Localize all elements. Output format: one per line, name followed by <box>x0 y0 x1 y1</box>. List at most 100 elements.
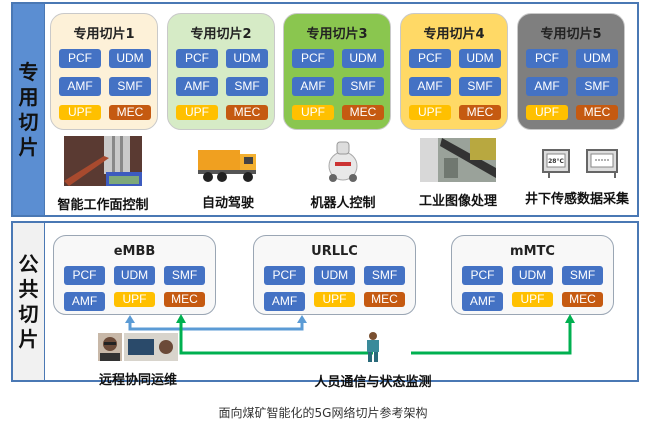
side-char: 片 <box>18 326 39 351</box>
miner-icon <box>367 332 379 362</box>
nf-amf: AMF <box>526 77 568 96</box>
slice-title: 专用切片2 <box>190 27 252 42</box>
nf-upf: UPF <box>114 292 155 307</box>
slice-title: 专用切片5 <box>540 27 602 42</box>
nf-upf: UPF <box>59 105 101 120</box>
sensor-reading: 28°C <box>548 158 564 165</box>
green-link-right <box>411 322 572 355</box>
blue-arrowhead-embb <box>125 315 135 323</box>
blue-link-line <box>128 322 304 331</box>
side-char: 共 <box>18 276 39 301</box>
side-char: 公 <box>18 251 39 276</box>
dump-truck-icon <box>198 150 256 182</box>
side-char: 专 <box>18 59 39 84</box>
usecase-label: 工业图像处理 <box>418 194 497 209</box>
nf-mec: MEC <box>226 105 268 120</box>
nf-grid: PCF UDM SMF AMF UPF MEC <box>264 266 405 311</box>
nf-upf: UPF <box>526 105 568 120</box>
nf-mec: MEC <box>562 292 603 307</box>
usecase-label: 智能工作面控制 <box>57 198 149 213</box>
usecase-sensor-collection: 28°C 井下传感数据采集 <box>518 148 636 207</box>
slice-title: 专用切片1 <box>73 27 135 42</box>
nf-pcf: PCF <box>526 49 568 68</box>
nf-smf: SMF <box>164 266 205 285</box>
slice-title: URLLC <box>311 244 358 259</box>
usecase-label: 机器人控制 <box>310 196 376 211</box>
green-arrowhead-mmtc <box>565 314 575 323</box>
usecase-personnel-monitoring: 人员通信与状态监测 <box>293 331 453 390</box>
nf-amf: AMF <box>409 77 451 96</box>
side-char: 片 <box>18 134 39 159</box>
nf-amf: AMF <box>59 77 101 96</box>
side-char: 用 <box>18 84 39 109</box>
nf-pcf: PCF <box>64 266 105 285</box>
nf-smf: SMF <box>226 77 268 96</box>
usecase-remote-ops: 远程协同运维 <box>73 333 203 388</box>
blue-arrowhead-urllc <box>297 315 307 323</box>
nf-pcf: PCF <box>264 266 305 285</box>
dedicated-side-label: 专 用 切 片 <box>13 4 45 215</box>
nf-smf: SMF <box>109 77 151 96</box>
green-link-left <box>179 322 373 355</box>
connection-arrows <box>125 314 575 355</box>
usecase-smart-face: 智能工作面控制 <box>38 136 168 213</box>
usecase-industrial-imaging: 工业图像处理 <box>408 138 508 209</box>
nf-grid: PCF UDM AMF SMF UPF MEC <box>409 49 501 120</box>
nf-amf: AMF <box>264 292 305 311</box>
nf-udm: UDM <box>314 266 355 285</box>
nf-udm: UDM <box>512 266 553 285</box>
sensor-icon: 28°C <box>542 149 618 178</box>
nf-pcf: PCF <box>292 49 334 68</box>
nf-smf: SMF <box>459 77 501 96</box>
side-char: 切 <box>18 109 39 134</box>
nf-mec: MEC <box>164 292 205 307</box>
public-side-label: 公 共 切 片 <box>13 223 45 380</box>
mining-face-photo <box>64 136 142 186</box>
nf-upf: UPF <box>176 105 218 120</box>
slice-title: 专用切片4 <box>423 27 485 42</box>
nf-udm: UDM <box>114 266 155 285</box>
nf-mec: MEC <box>364 292 405 307</box>
nf-upf: UPF <box>314 292 355 307</box>
nf-udm: UDM <box>459 49 501 68</box>
nf-amf: AMF <box>292 77 334 96</box>
slice-title: eMBB <box>113 244 156 259</box>
nf-upf: UPF <box>292 105 334 120</box>
nf-mec: MEC <box>576 105 618 120</box>
usecase-label: 井下传感数据采集 <box>524 192 629 207</box>
nf-smf: SMF <box>576 77 618 96</box>
nf-mec: MEC <box>459 105 501 120</box>
nf-smf: SMF <box>364 266 405 285</box>
nf-pcf: PCF <box>176 49 218 68</box>
usecase-autonomous-driving: 自动驾驶 <box>183 144 273 211</box>
usecase-label: 自动驾驶 <box>201 196 254 211</box>
nf-pcf: PCF <box>409 49 451 68</box>
nf-pcf: PCF <box>59 49 101 68</box>
nf-upf: UPF <box>409 105 451 120</box>
usecase-label: 人员通信与状态监测 <box>314 375 432 390</box>
nf-amf: AMF <box>462 292 503 311</box>
public-slice-urllc: URLLC PCF UDM SMF AMF UPF MEC <box>253 235 416 315</box>
nf-udm: UDM <box>109 49 151 68</box>
figure-caption: 面向煤矿智能化的5G网络切片参考架构 <box>218 406 428 420</box>
nf-smf: SMF <box>562 266 603 285</box>
nf-mec: MEC <box>342 105 384 120</box>
slice-title: mMTC <box>510 244 555 259</box>
robot-icon <box>328 141 358 182</box>
green-arrowhead-embb <box>176 314 186 323</box>
slice-title: 专用切片3 <box>306 27 368 42</box>
nf-pcf: PCF <box>462 266 503 285</box>
usecase-robot-control: 机器人控制 <box>293 138 393 211</box>
